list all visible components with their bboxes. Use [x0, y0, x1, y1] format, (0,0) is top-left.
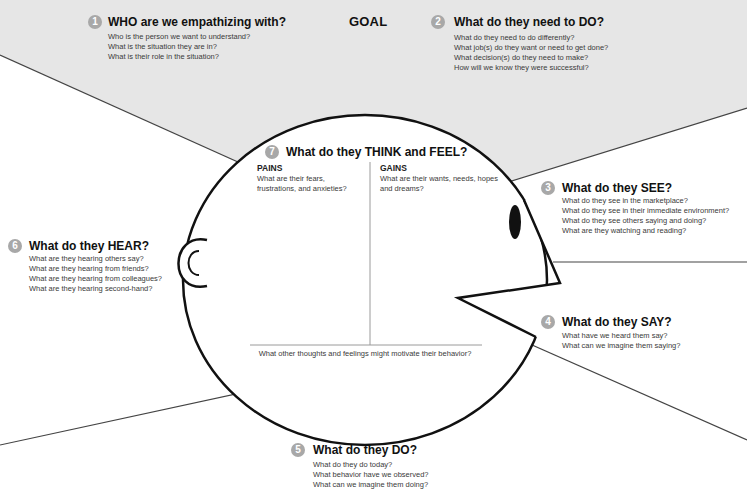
section-heading: What do they SAY?: [562, 315, 683, 329]
goal-title: GOAL: [349, 14, 387, 29]
section-heading: What do they DO?: [313, 443, 431, 457]
prompt-question: What are they hearing from colleagues?: [29, 274, 164, 284]
prompt-question: What do they see in the marketplace?: [562, 196, 732, 206]
callout-number: 5: [291, 443, 305, 457]
column-heading: GAINS: [380, 163, 407, 173]
need-to-do-section: What do they need to DO? What do they nee…: [454, 15, 611, 73]
prompt-question: What do they need to do differently?: [454, 33, 611, 43]
prompt-question: What other thoughts and feelings might m…: [235, 349, 495, 359]
prompt-question: What are their wants, needs, hopes and d…: [380, 174, 498, 194]
section-heading: WHO are we empathizing with?: [108, 15, 289, 29]
prompt-question: What can we imagine them doing?: [313, 480, 431, 490]
pains-gains-divider: [370, 162, 371, 345]
section-divider: [553, 261, 747, 262]
nose-mouth: [458, 200, 560, 337]
ear: [178, 239, 207, 286]
prompt-question: What are their fears, frustrations, and …: [257, 174, 365, 194]
prompt-question: What have we heard them say?: [562, 331, 683, 341]
prompt-question: How will we know they were successful?: [454, 63, 611, 73]
prompt-question: What are they hearing second-hand?: [29, 284, 164, 294]
prompt-question: What behavior have we observed?: [313, 470, 431, 480]
ear-inner: [189, 251, 200, 275]
prompt-question: Who is the person we want to understand?: [108, 32, 289, 42]
prompt-question: What decision(s) do they need to make?: [454, 53, 611, 63]
prompt-question: What do they see others saying and doing…: [562, 216, 732, 226]
thoughts-divider: [250, 345, 482, 346]
section-heading: What do they SEE?: [562, 181, 732, 195]
hear-section: What do they HEAR?What are they hearing …: [29, 239, 164, 294]
callout-number: 1: [88, 15, 102, 29]
goal-band: WHO are we empathizing with? Who is the p…: [0, 0, 747, 112]
column-heading: PAINS: [257, 163, 282, 173]
callout-number: 4: [541, 315, 555, 329]
callout-number: 3: [541, 181, 555, 195]
who-section: WHO are we empathizing with? Who is the p…: [108, 15, 289, 62]
head-outline: [183, 115, 547, 445]
callout-number: 7: [265, 145, 279, 159]
prompt-question: What do they do today?: [313, 460, 431, 470]
prompt-question: What job(s) do they want or need to get …: [454, 43, 611, 53]
prompt-question: What can we imagine them saying?: [562, 341, 683, 351]
callout-number: 2: [431, 15, 445, 29]
see-section: What do they SEE?What do they see in the…: [562, 181, 732, 236]
prompt-question: What are they hearing others say?: [29, 254, 164, 264]
callout-number: 6: [8, 239, 22, 253]
say-section: What do they SAY? What have we heard them…: [562, 315, 683, 351]
prompt-question: What are they watching and reading?: [562, 226, 732, 236]
section-heading: What do they THINK and FEEL?: [286, 145, 467, 159]
prompt-question: What is the situation they are in?: [108, 42, 289, 52]
prompt-question: What do they see in their immediate envi…: [562, 206, 732, 216]
prompt-question: What is their role in the situation?: [108, 52, 289, 62]
eye: [509, 205, 521, 239]
head-circle: What do they THINK and FEEL?PAINSWhat ar…: [183, 115, 547, 445]
section-heading: What do they HEAR?: [29, 239, 164, 253]
face-cover: [458, 200, 580, 342]
do-section: What do they DO?What do they do today?Wh…: [313, 443, 431, 490]
prompt-question: What are they hearing from friends?: [29, 264, 164, 274]
section-heading: What do they need to DO?: [454, 15, 611, 29]
